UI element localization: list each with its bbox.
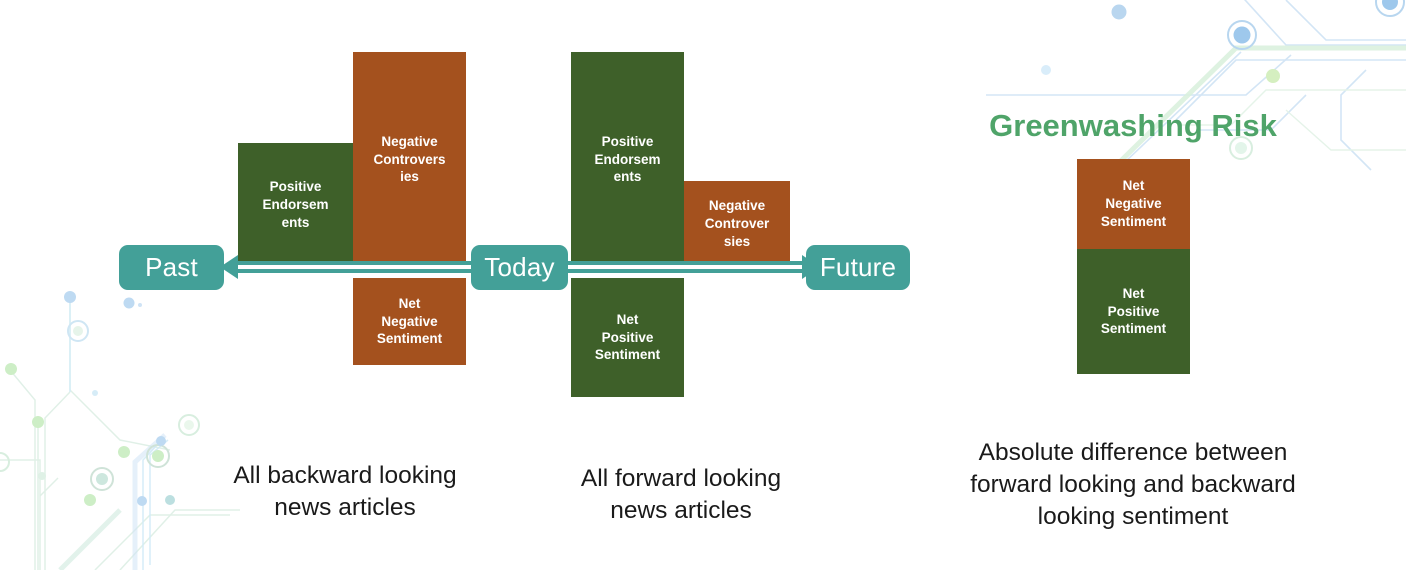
bar-fw-net-positive-sentiment: Net Positive Sentiment — [571, 278, 684, 397]
backward-time-arrow — [220, 255, 485, 279]
bar-bw-negative-controversies: Negative Controvers ies — [353, 52, 466, 267]
forward-time-arrow — [565, 255, 820, 279]
caption-forward-looking: All forward looking news articles — [531, 431, 831, 527]
bar-label: Positive Endorsem ents — [262, 179, 329, 230]
timeline-pill-future[interactable]: Future — [806, 245, 910, 290]
bar-label: Positive Endorsem ents — [594, 133, 661, 185]
pill-label: Past — [145, 252, 198, 282]
pill-label: Future — [819, 252, 897, 282]
caption-greenwashing: Absolute difference between forward look… — [933, 405, 1333, 532]
bar-label: Net Positive Sentiment — [1100, 285, 1167, 337]
greenwashing-risk-title-text: Greenwashing Risk — [989, 108, 1277, 143]
bar-label: Net Positive Sentiment — [594, 311, 661, 363]
bar-label: Negative Controver sies — [704, 198, 770, 249]
bar-label: Negative Controvers ies — [373, 133, 446, 185]
bar-bw-net-negative-sentiment: Net Negative Sentiment — [353, 278, 466, 365]
caption-text: All backward looking news articles — [233, 461, 457, 521]
pill-label: Today — [484, 252, 555, 282]
bar-gw-net-negative-sentiment: Net Negative Sentiment — [1077, 159, 1190, 249]
bar-label: Net Negative Sentiment — [376, 295, 443, 347]
caption-text: All forward looking news articles — [580, 464, 782, 524]
caption-backward-looking: All backward looking news articles — [175, 428, 515, 524]
bar-fw-negative-controversies: Negative Controver sies — [684, 181, 790, 267]
bar-label: Net Negative Sentiment — [1100, 178, 1167, 229]
timeline-pill-today[interactable]: Today — [471, 245, 568, 290]
greenwashing-risk-title: Greenwashing Risk — [933, 108, 1333, 144]
bar-gw-net-positive-sentiment: Net Positive Sentiment — [1077, 249, 1190, 374]
bar-fw-positive-endorsements: Positive Endorsem ents — [571, 52, 684, 267]
timeline-pill-past[interactable]: Past — [119, 245, 224, 290]
circuit-decoration-bottom-left — [0, 291, 240, 570]
bar-bw-positive-endorsements: Positive Endorsem ents — [238, 143, 353, 267]
caption-text: Absolute difference between forward look… — [970, 438, 1296, 530]
